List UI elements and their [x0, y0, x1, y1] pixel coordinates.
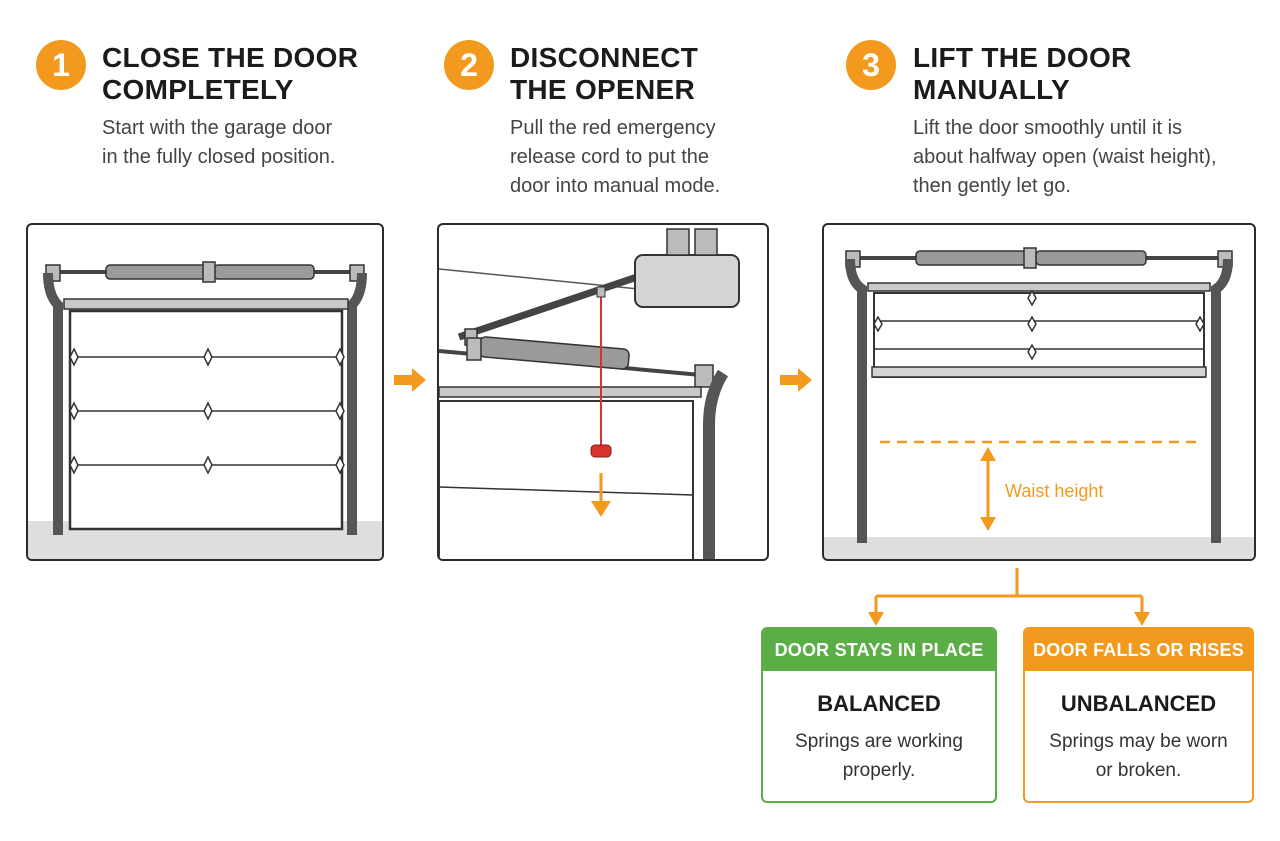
step-1-desc-line: in the fully closed position.: [102, 146, 336, 168]
step-3-desc-line: then gently let go.: [913, 175, 1071, 197]
spring-bracket: [466, 337, 482, 361]
raised-garage-door: [873, 292, 1205, 378]
waist-height-label: Waist height: [1005, 481, 1103, 501]
torsion-spring: [478, 336, 630, 370]
opener-illustration: [439, 228, 740, 559]
floor: [824, 537, 1254, 559]
step-2-desc-line: door into manual mode.: [510, 175, 721, 197]
door-panel-seam: [439, 486, 694, 496]
unbalanced-result-card: DOOR FALLS OR RISES UNBALANCED Springs m…: [1023, 627, 1254, 803]
step-3-desc-line: Lift the door smoothly until it is: [913, 117, 1183, 139]
spring-center-bracket: [202, 261, 216, 283]
door-header: [867, 282, 1211, 292]
step-3-desc-line: about halfway open (waist height),: [913, 146, 1217, 168]
closed-door-panel: [26, 223, 384, 561]
step-3-badge: 3: [846, 40, 896, 90]
door-header: [439, 386, 702, 398]
release-handle: [590, 444, 612, 458]
step-1-number: 1: [52, 46, 70, 83]
down-arrow-icon: [591, 473, 611, 517]
door-track: [703, 369, 729, 559]
lifted-door-illustration: Waist height: [824, 247, 1254, 559]
door-bottom-rail: [871, 366, 1207, 378]
step-2-desc-line: Pull the red emergency: [510, 117, 716, 139]
lifted-door-panel: Waist height: [822, 223, 1256, 561]
unbalanced-card-header: DOOR FALLS OR RISES: [1025, 629, 1252, 671]
branch-connector: [868, 568, 1150, 626]
trolley: [596, 286, 606, 298]
step-1-desc-line: Start with the garage door: [102, 117, 333, 139]
door-header: [63, 298, 349, 310]
step-2-desc-line: release cord to put the: [510, 146, 710, 168]
closed-door-illustration: [28, 261, 382, 559]
step-1-title: CLOSE THE DOOR COMPLETELY: [102, 42, 358, 106]
door-hinges: [873, 289, 1205, 361]
right-arrow-icon: [780, 368, 812, 392]
torsion-spring-right: [213, 264, 315, 280]
opener-panel: [437, 223, 769, 561]
step-1-title-line1: CLOSE THE DOOR: [102, 42, 359, 73]
balanced-status: BALANCED: [817, 691, 941, 716]
opener-motor-unit: [634, 254, 740, 308]
spring-end-bracket: [694, 364, 714, 388]
torsion-spring-right: [1035, 250, 1147, 266]
double-arrow-icon: [980, 447, 996, 531]
right-track: [1211, 258, 1233, 543]
step-3-title: LIFT THE DOOR MANUALLY: [913, 42, 1132, 106]
balanced-result-card: DOOR STAYS IN PLACE BALANCED Springs are…: [761, 627, 997, 803]
motor-mount: [694, 228, 718, 256]
right-arrow-icon: [394, 368, 426, 392]
step-3-number: 3: [862, 46, 880, 83]
unbalanced-detail: Springs may be worn or broken.: [1049, 731, 1228, 781]
step-2-description: Pull the red emergency release cord to p…: [510, 114, 720, 201]
right-track: [347, 272, 367, 535]
garage-door: [68, 309, 344, 531]
step-3-title-line2: MANUALLY: [913, 74, 1070, 105]
step-2-title-line1: DISCONNECT: [510, 42, 699, 73]
motor-mount: [666, 228, 690, 256]
left-track: [845, 258, 867, 543]
step-2-title-line2: THE OPENER: [510, 74, 696, 105]
torsion-spring-left: [105, 264, 207, 280]
step-2-number: 2: [460, 46, 478, 83]
unbalanced-status: UNBALANCED: [1060, 691, 1217, 716]
step-3-description: Lift the door smoothly until it is about…: [913, 114, 1217, 201]
garage-door-top: [439, 400, 694, 559]
balanced-detail: Springs are working properly.: [795, 731, 963, 781]
torsion-spring-left: [915, 250, 1027, 266]
step-2-title: DISCONNECT THE OPENER: [510, 42, 698, 106]
spring-center-bracket: [1023, 247, 1037, 269]
step-1-badge: 1: [36, 40, 86, 90]
step-3-title-line1: LIFT THE DOOR: [913, 42, 1132, 73]
step-2-badge: 2: [444, 40, 494, 90]
step-1-description: Start with the garage door in the fully …: [102, 114, 335, 172]
opener-rail: [457, 269, 651, 341]
balanced-card-header: DOOR STAYS IN PLACE: [763, 629, 995, 671]
door-hinges: [69, 347, 345, 475]
left-track: [43, 272, 63, 535]
step-1-title-line2: COMPLETELY: [102, 74, 294, 105]
